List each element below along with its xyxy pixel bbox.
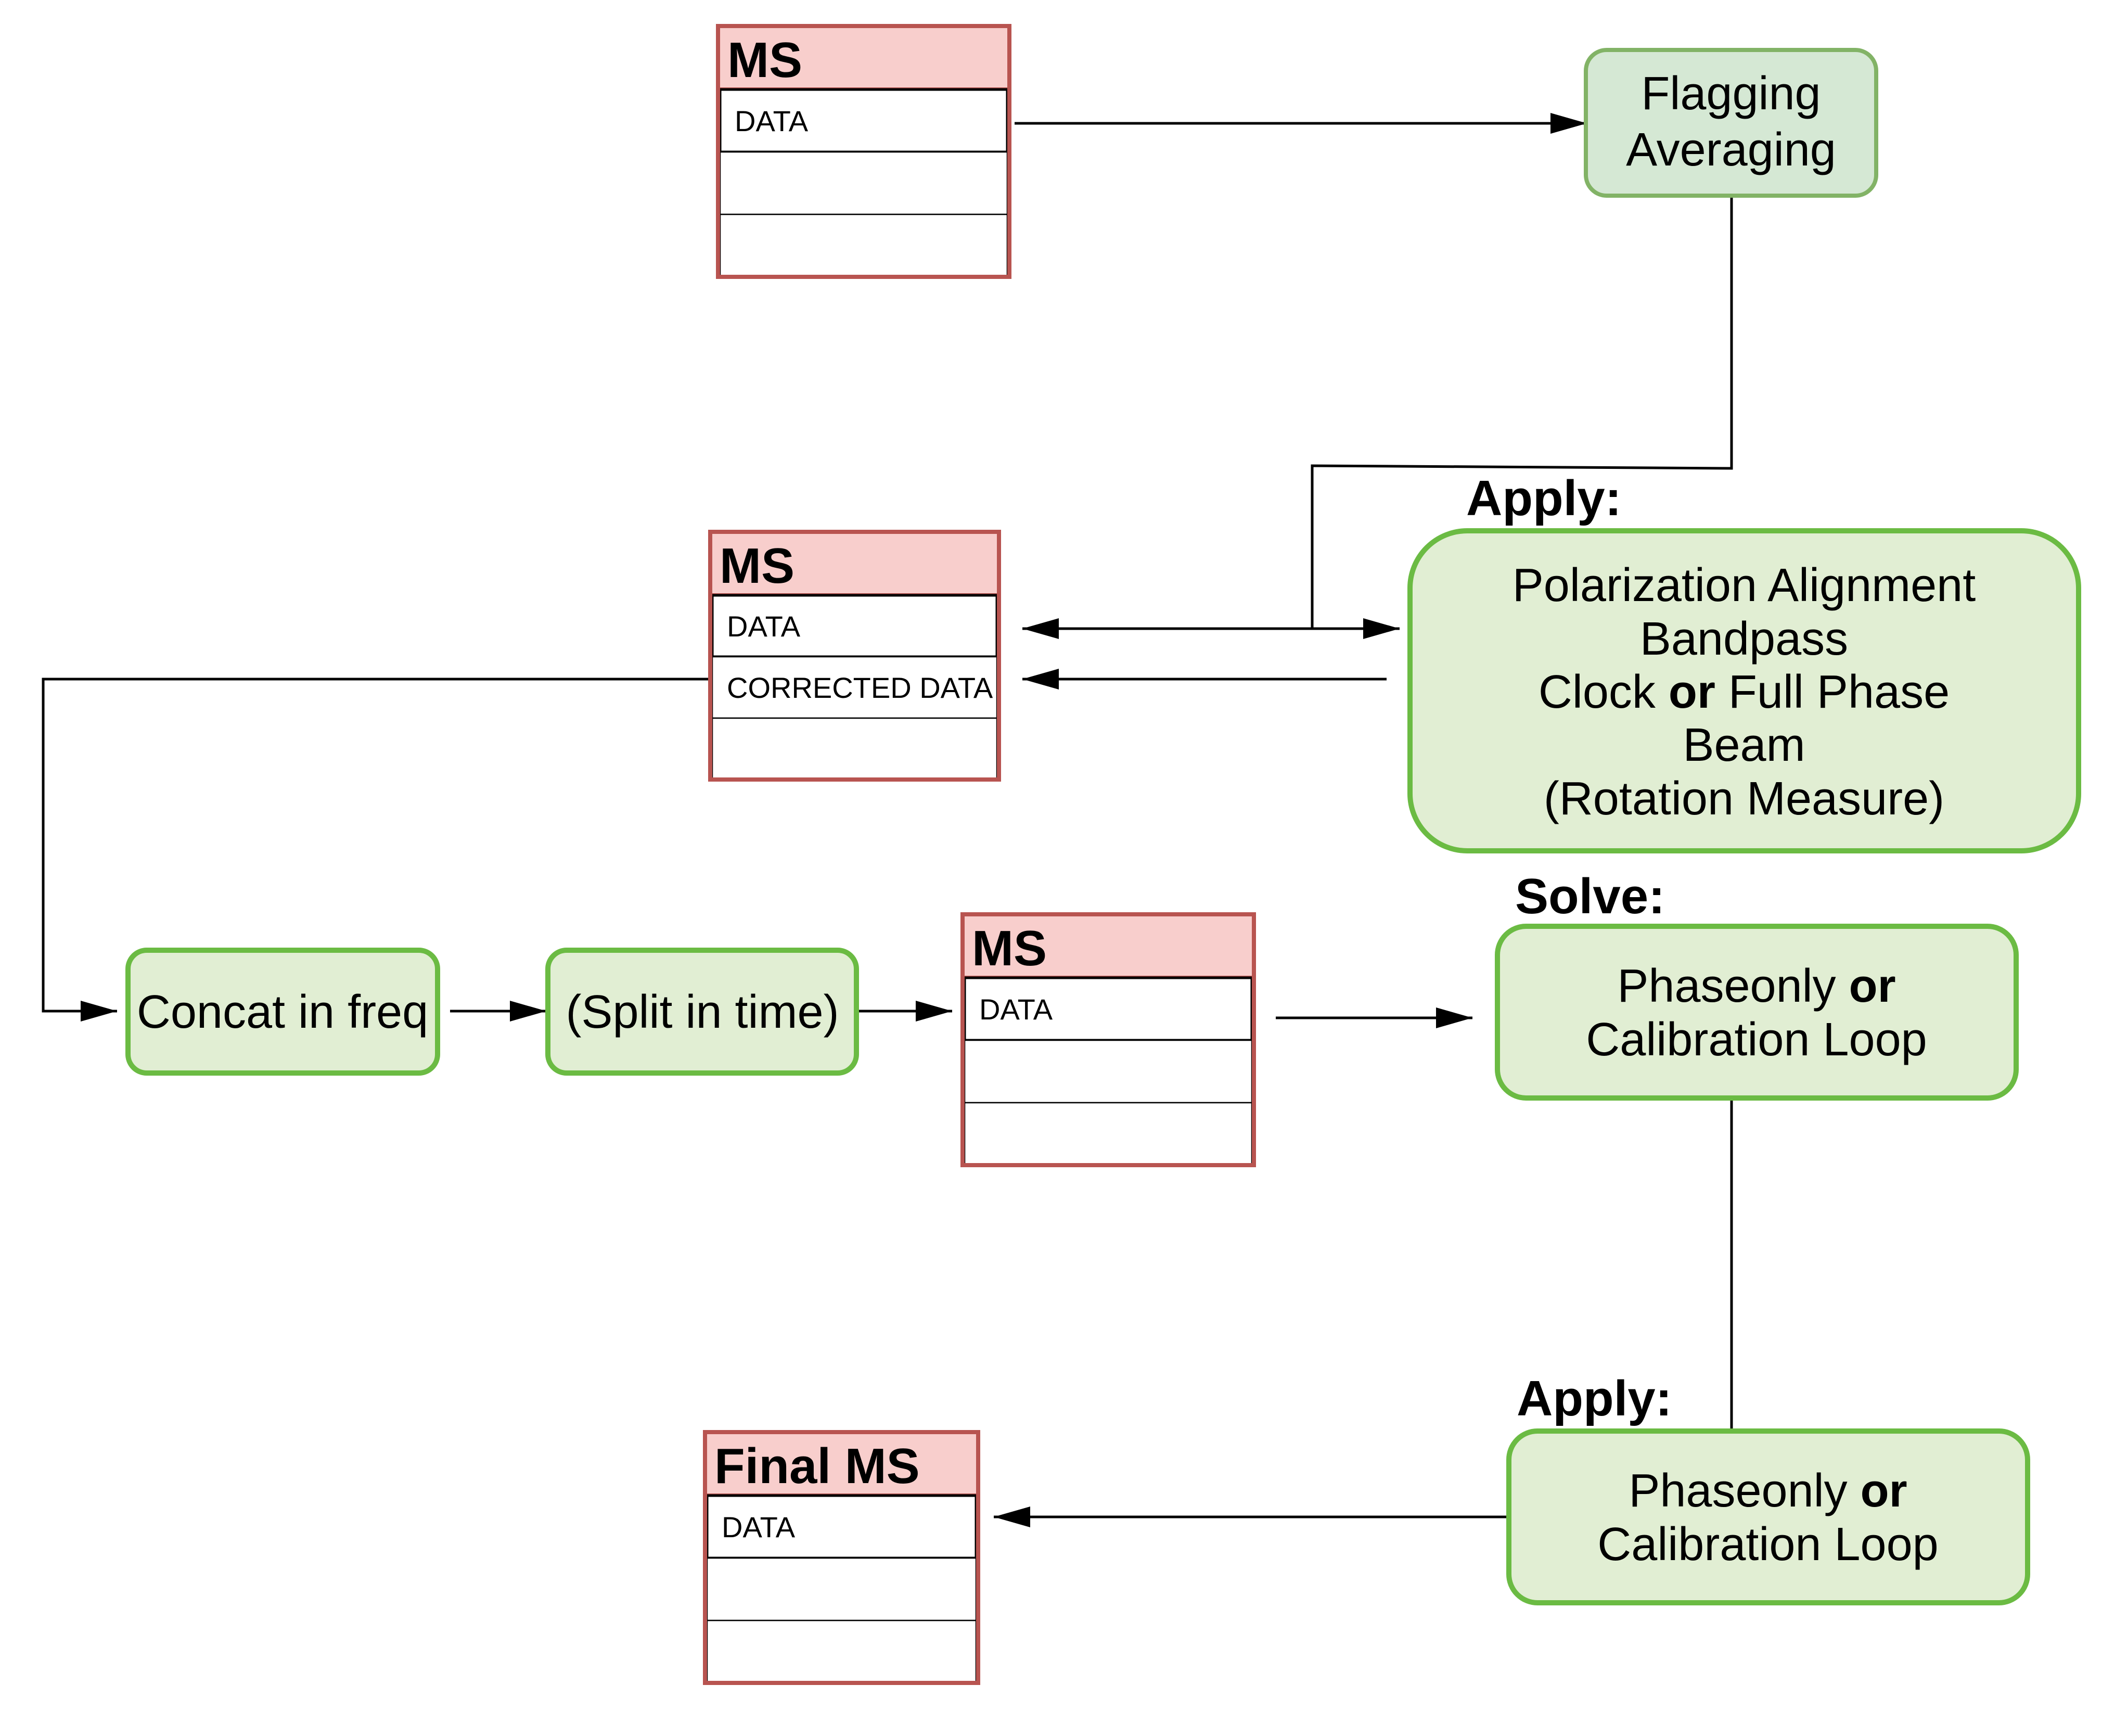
solve-phaseonly-node[interactable]: Phaseonly or Calibration Loop	[1495, 924, 2019, 1101]
split-in-time-box	[545, 948, 859, 1076]
ms-table-final-title: Final MS	[714, 1438, 920, 1494]
ms-table-3-row-1[interactable]	[963, 976, 1253, 1042]
flagging-averaging-node[interactable]: Flagging Averaging	[1584, 48, 1878, 198]
beam-label: Beam	[1683, 719, 1805, 771]
ms-table-final-field-1: DATA	[722, 1511, 796, 1543]
concat-in-freq-label: Concat in freq	[137, 986, 428, 1038]
apply-bottom-label: Apply:	[1517, 1371, 1672, 1426]
process-nodes: Flagging Averaging Polarization Alignmen…	[125, 48, 2081, 1605]
split-in-time-label: (Split in time)	[566, 986, 839, 1038]
clock-or-phase-label: Clock or Full Phase	[1539, 666, 1950, 718]
ms-table-1-title: MS	[727, 32, 802, 88]
ms-table-1-row-2[interactable]	[719, 151, 1008, 215]
ms-table-final-row-2[interactable]	[706, 1557, 977, 1622]
ms-table-1-row-3[interactable]	[719, 213, 1008, 278]
ms-table-final[interactable]: Final MS DATA	[703, 1430, 980, 1685]
apply-phaseonly-label: Phaseonly or	[1629, 1465, 1907, 1517]
apply-phaseonly-node[interactable]: Phaseonly or Calibration Loop	[1506, 1428, 2030, 1605]
polarization-alignment-label: Polarization Alignment	[1513, 559, 1976, 611]
ms-table-2-field-1: DATA	[727, 610, 801, 643]
flagging-averaging-box	[1584, 48, 1878, 198]
solve-phaseonly-label: Phaseonly or	[1617, 960, 1895, 1012]
apply-calibration-node[interactable]: Polarization Alignment Bandpass Clock or…	[1407, 528, 2081, 853]
apply-calibration-loop-label: Calibration Loop	[1597, 1518, 1938, 1571]
bandpass-label: Bandpass	[1640, 613, 1848, 665]
connectors	[42, 113, 1733, 1527]
ms-table-1[interactable]: MS DATA	[716, 24, 1011, 279]
ms-table-3-row-2[interactable]	[964, 1039, 1253, 1104]
ms-table-2[interactable]: MS DATA CORRECTED DATA	[708, 530, 1001, 782]
flagging-label: Flagging	[1641, 68, 1821, 120]
solve-label: Solve:	[1515, 869, 1665, 924]
ms-table-1-border	[716, 24, 1011, 279]
ms-table-3-title: MS	[972, 921, 1047, 976]
averaging-label: Averaging	[1626, 124, 1836, 176]
solve-calibration-loop-label: Calibration Loop	[1586, 1014, 1927, 1066]
ms-table-3-border	[960, 912, 1256, 1167]
apply-phaseonly-box	[1506, 1428, 2030, 1605]
ms-table-3[interactable]: MS DATA	[960, 912, 1256, 1167]
ms-table-2-title: MS	[720, 538, 794, 594]
section-labels: Apply: Solve: Apply:	[1466, 470, 1672, 1426]
ms-table-3-field-1: DATA	[979, 993, 1053, 1026]
apply-calibration-box	[1407, 528, 2081, 853]
concat-in-freq-box	[125, 948, 440, 1076]
ms-table-2-field-2: CORRECTED DATA	[727, 671, 993, 704]
edge-flagging-to-junction	[1311, 197, 1733, 629]
concat-in-freq-node[interactable]: Concat in freq	[125, 948, 440, 1076]
ms-table-3-row-3[interactable]	[964, 1102, 1253, 1166]
ms-table-2-header	[708, 530, 1001, 597]
ms-table-2-border	[708, 530, 1001, 782]
ms-table-1-field-1: DATA	[735, 105, 809, 137]
ms-table-final-border	[703, 1430, 980, 1685]
split-in-time-node[interactable]: (Split in time)	[545, 948, 859, 1076]
edge-corrected-to-concat	[42, 678, 711, 1022]
rotation-measure-label: (Rotation Measure)	[1544, 773, 1944, 825]
solve-phaseonly-box	[1495, 924, 2019, 1101]
ms-table-2-row-3[interactable]	[711, 717, 998, 781]
apply-top-label: Apply:	[1466, 470, 1622, 526]
ms-table-final-row-3[interactable]	[706, 1619, 977, 1684]
